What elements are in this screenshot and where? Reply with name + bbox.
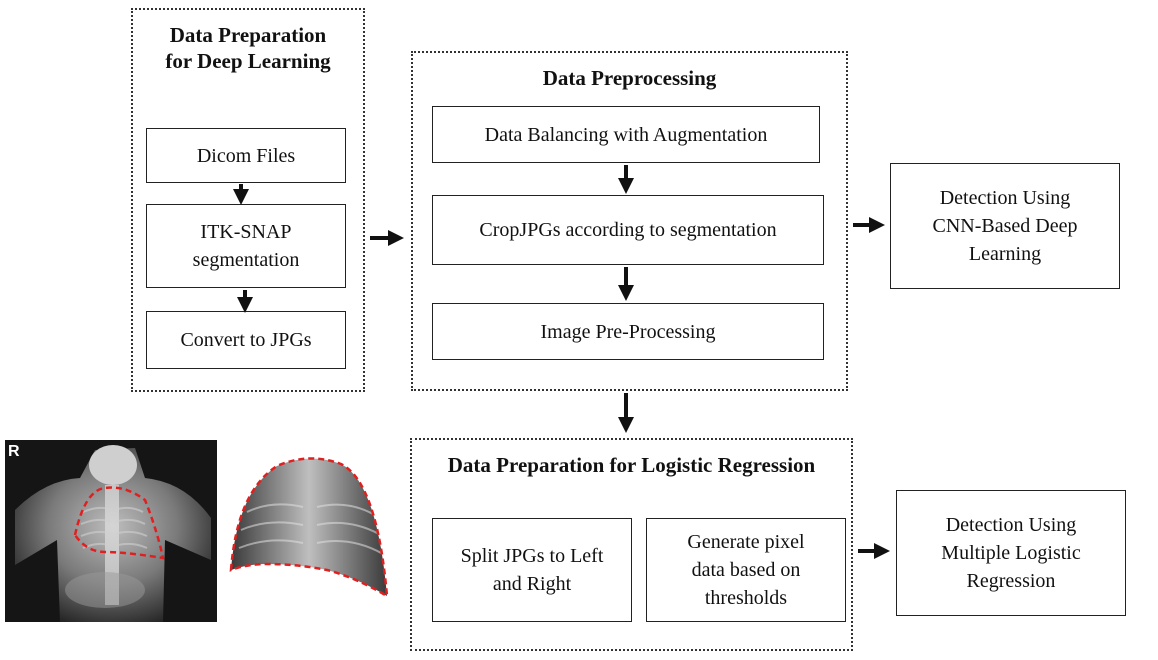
step-data-balancing-label: Data Balancing with Augmentation — [484, 123, 768, 146]
chest-xray-image: R — [5, 440, 217, 622]
step-split-jpgs: Split JPGs to Left and Right — [432, 518, 632, 622]
step-convert-to-jpgs-label: Convert to JPGs — [180, 329, 312, 351]
group-title-preprocessing: Data Preprocessing — [542, 66, 717, 90]
step-crop-jpgs-label: CropJPGs according to segmentation — [479, 219, 777, 241]
group-title-logistic-prep: Data Preparation for Logistic Regression — [447, 453, 816, 477]
step-split-jpgs-label: Split JPGs to Left and Right — [460, 545, 604, 595]
step-data-balancing: Data Balancing with Augmentation — [432, 106, 820, 163]
step-generate-pixel-data-label: Generate pixel data based on thresholds — [687, 531, 805, 609]
step-itk-snap-label: ITK-SNAP segmentation — [192, 221, 300, 271]
group-title-deep-learning-prep: Data Preparation for Deep Learning — [165, 23, 331, 73]
xray-side-marker: R — [8, 443, 20, 460]
cropped-lung-image — [229, 457, 389, 599]
step-generate-pixel-data: Generate pixel data based on thresholds — [646, 518, 846, 622]
step-image-preprocessing-label: Image Pre-Processing — [540, 320, 716, 343]
step-dicom-files: Dicom Files — [146, 128, 346, 183]
step-image-preprocessing: Image Pre-Processing — [432, 303, 824, 360]
step-dicom-files-label: Dicom Files — [196, 144, 296, 167]
output-logistic-detection: Detection Using Multiple Logistic Regres… — [896, 490, 1126, 616]
step-crop-jpgs: CropJPGs according to segmentation — [432, 195, 824, 265]
output-logistic-detection-label: Detection Using Multiple Logistic Regres… — [941, 514, 1081, 592]
output-cnn-detection-label: Detection Using CNN-Based Deep Learning — [932, 187, 1078, 265]
output-cnn-detection: Detection Using CNN-Based Deep Learning — [890, 163, 1120, 289]
